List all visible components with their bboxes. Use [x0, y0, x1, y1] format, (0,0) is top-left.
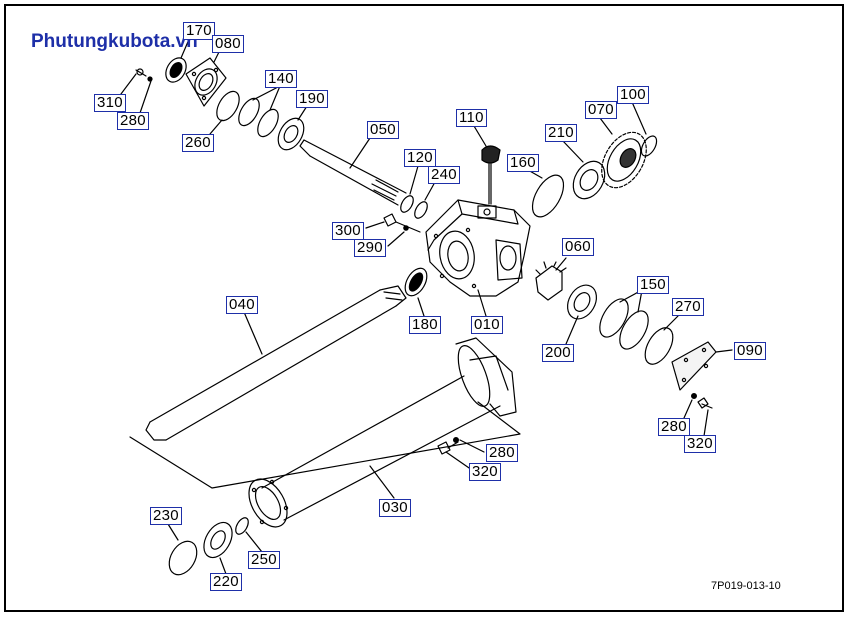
- callout-060[interactable]: 060: [562, 238, 594, 256]
- bolt-300-drawing: [365, 213, 421, 247]
- callout-160[interactable]: 160: [507, 154, 539, 172]
- bearing-220-drawing: [203, 521, 233, 575]
- callout-110[interactable]: 110: [456, 109, 487, 127]
- diagram-frame: [4, 4, 844, 612]
- callout-320-middle[interactable]: 320: [469, 463, 501, 481]
- bearing-190-drawing: [277, 105, 308, 151]
- callout-010[interactable]: 010: [471, 316, 503, 334]
- cover-090-drawing: [671, 341, 733, 391]
- callout-090[interactable]: 090: [734, 342, 766, 360]
- callout-140[interactable]: 140: [265, 70, 297, 88]
- breather-110-drawing: [473, 125, 501, 205]
- callout-040[interactable]: 040: [226, 296, 258, 314]
- shaft-040-drawing: [129, 285, 521, 489]
- cover-080-drawing: [185, 49, 227, 107]
- callout-230[interactable]: 230: [150, 507, 182, 525]
- callout-300[interactable]: 300: [332, 222, 364, 240]
- bolt-280-320-right-drawing: [683, 393, 713, 437]
- o-ring-160-drawing: [527, 169, 565, 218]
- callout-270[interactable]: 270: [672, 298, 704, 316]
- callout-280-right[interactable]: 280: [658, 418, 690, 436]
- ring-250-drawing: [235, 517, 263, 553]
- callout-280-middle[interactable]: 280: [486, 444, 518, 462]
- gear-case-010-drawing: [425, 199, 531, 317]
- bearing-210-drawing: [561, 139, 606, 200]
- callout-280-top-left[interactable]: 280: [117, 112, 149, 130]
- o-ring-270-drawing: [644, 315, 679, 365]
- callout-100[interactable]: 100: [617, 86, 649, 104]
- callout-120[interactable]: 120: [404, 149, 436, 167]
- callout-240[interactable]: 240: [428, 166, 460, 184]
- callout-080[interactable]: 080: [212, 35, 244, 53]
- o-ring-260-drawing: [209, 90, 240, 135]
- seal-180-drawing: [404, 267, 428, 317]
- bolt-280-320-mid-drawing: [437, 437, 485, 471]
- pinion-060-drawing: [535, 257, 567, 301]
- ring-120-drawing: [400, 165, 419, 213]
- callout-210[interactable]: 210: [545, 124, 577, 142]
- callout-070[interactable]: 070: [585, 101, 617, 119]
- callout-220[interactable]: 220: [210, 573, 242, 591]
- ring-230-drawing: [167, 523, 198, 576]
- drawing-code: 7P019-013-10: [711, 580, 781, 592]
- shaft-050-drawing: [299, 137, 407, 206]
- ring-100-drawing: [631, 101, 658, 157]
- callout-150[interactable]: 150: [637, 276, 669, 294]
- ring-240-drawing: [414, 181, 436, 219]
- callout-200[interactable]: 200: [542, 344, 574, 362]
- watermark-text: Phutungkubota.vn: [31, 31, 198, 52]
- callout-190[interactable]: 190: [296, 90, 328, 108]
- callout-310[interactable]: 310: [94, 94, 126, 112]
- callout-030[interactable]: 030: [379, 499, 411, 517]
- oil-seal-170-drawing: [165, 36, 191, 83]
- bearing-200-drawing: [565, 284, 598, 345]
- callout-250[interactable]: 250: [248, 551, 280, 569]
- callout-290[interactable]: 290: [354, 239, 386, 257]
- shim-140-drawing: [238, 85, 281, 138]
- shim-150-drawing: [599, 289, 649, 350]
- callout-320-right[interactable]: 320: [684, 435, 716, 453]
- gear-070-drawing: [599, 117, 647, 189]
- callout-050[interactable]: 050: [367, 121, 399, 139]
- callout-170[interactable]: 170: [183, 22, 215, 40]
- callout-260[interactable]: 260: [182, 134, 214, 152]
- callout-180[interactable]: 180: [409, 316, 441, 334]
- axle-housing-030-drawing: [248, 337, 517, 528]
